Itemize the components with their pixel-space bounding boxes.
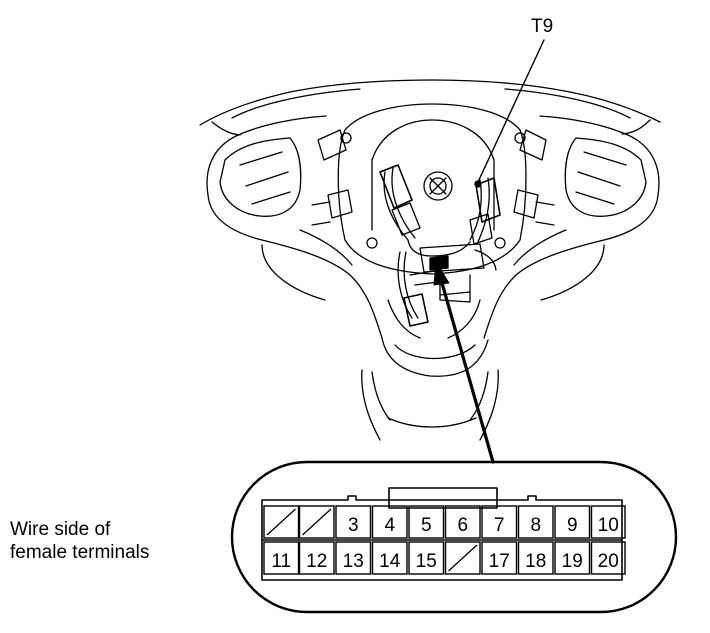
terminal-number: 17 (489, 551, 510, 572)
terminal-cavity (554, 505, 591, 539)
terminal-cavity (263, 505, 300, 539)
terminal-cavity (444, 505, 481, 539)
wire-side-label: Wire side of female terminals (10, 518, 149, 564)
wire-harness (379, 164, 501, 327)
terminal-cavity (408, 505, 445, 539)
wire-side-label-line2: female terminals (10, 542, 150, 563)
left-spoke (206, 115, 383, 339)
terminal-number: 4 (384, 515, 395, 536)
terminal-cavity (590, 541, 626, 575)
terminal-number: 8 (530, 515, 541, 536)
terminal-cavity (481, 541, 518, 575)
terminal-number: 15 (416, 551, 437, 572)
terminal-cavity (517, 505, 554, 539)
terminal-number: 6 (457, 515, 468, 536)
terminal-cavity (371, 541, 408, 575)
terminal-number: 5 (421, 515, 432, 536)
terminal-cavity (590, 505, 626, 539)
terminal-number: 19 (562, 551, 583, 572)
terminal-cavity (335, 505, 372, 539)
t9-label: T9 (531, 16, 554, 37)
unused-cavity-slash (448, 544, 478, 572)
connector-cavities: 3 4 5 6 7 8 9 10 11 12 13 14 15 17 18 19 20 (263, 505, 626, 575)
terminal-cavity (298, 541, 335, 575)
terminal-cavity (444, 541, 481, 575)
terminal-cavity (554, 541, 591, 575)
connector-callout-frame (230, 460, 678, 614)
wire-side-label-line1: Wire side of (10, 519, 111, 540)
steering-wheel-rim (199, 79, 661, 136)
t9-leader-line (477, 39, 545, 183)
terminal-cavity (481, 505, 518, 539)
t9-terminal-point (474, 180, 482, 188)
terminal-number: 11 (271, 551, 291, 572)
terminal-number: 18 (525, 551, 546, 572)
terminal-number: 3 (348, 515, 359, 536)
terminal-number: 9 (567, 515, 578, 536)
terminal-number: 7 (494, 515, 505, 536)
center-hub (311, 103, 555, 275)
terminal-number: 12 (306, 551, 327, 572)
terminal-number: 13 (343, 551, 364, 572)
terminal-number: 10 (598, 515, 619, 536)
terminal-cavity (298, 505, 335, 539)
terminal-cavity (335, 541, 372, 575)
right-spoke (483, 115, 660, 339)
terminal-cavity (408, 541, 445, 575)
terminal-number: 20 (598, 551, 619, 572)
connector-arrowhead (433, 261, 450, 286)
terminal-cavity (371, 505, 408, 539)
unused-cavity-slash (266, 508, 296, 536)
terminal-cavity (263, 541, 300, 575)
terminal-number: 14 (379, 551, 401, 572)
unused-cavity-slash (302, 508, 332, 536)
connector-pointer-line (438, 274, 495, 464)
lower-spoke (381, 299, 489, 377)
steering-column (361, 369, 499, 441)
terminal-cavity (517, 541, 554, 575)
